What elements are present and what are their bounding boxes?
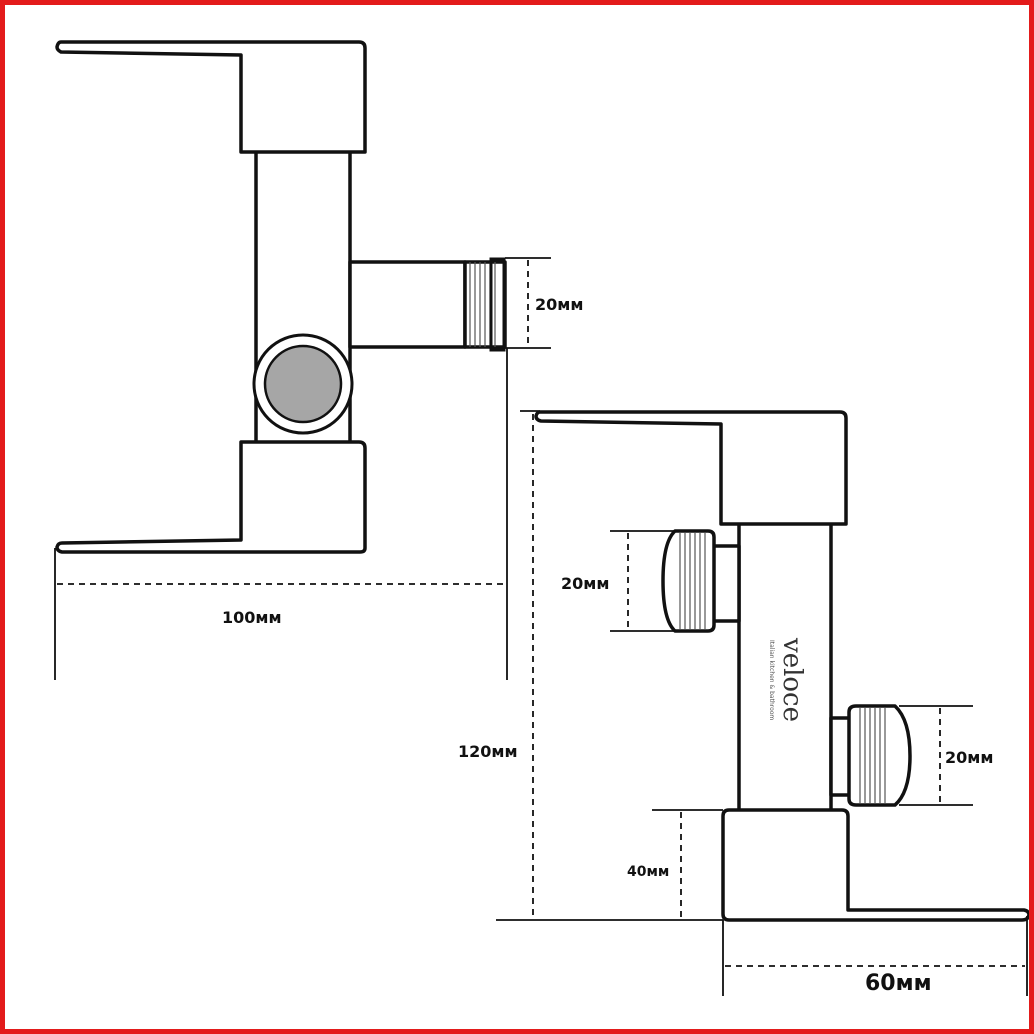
side-view-drawing: veloce Italian kitchen & bathroom 20мм 2… [458, 410, 1031, 996]
side-view-inlet-thread [661, 529, 716, 633]
top-view-lower-handle [55, 440, 367, 554]
side-view-height-dimension: 120мм [458, 742, 518, 761]
side-view-outlet-dimension: 20мм [945, 748, 993, 767]
side-view-body [737, 520, 833, 814]
top-view-width-dimension: 100мм [222, 608, 282, 627]
top-view-outlet-pipe [348, 260, 467, 349]
side-view-depth-dimension: 60мм [865, 971, 932, 996]
side-view-upper-handle [534, 410, 848, 526]
brand-logo: veloce Italian kitchen & bathroom [768, 637, 807, 722]
top-view-outlet-dimension: 20мм [535, 295, 583, 314]
top-view-thread [463, 257, 507, 352]
side-view-inlet-dimension: 20мм [561, 574, 609, 593]
top-view-upper-handle [55, 40, 367, 154]
brand-tagline: Italian kitchen & bathroom [768, 640, 775, 720]
top-view-cap [252, 333, 354, 435]
brand-logo-text: veloce [777, 637, 807, 722]
side-view-outlet-thread [847, 704, 912, 807]
top-view-drawing: 20мм 100мм [54, 40, 583, 680]
side-view-lower-handle [721, 808, 1031, 922]
side-view-base-height-dimension: 40мм [627, 864, 669, 880]
